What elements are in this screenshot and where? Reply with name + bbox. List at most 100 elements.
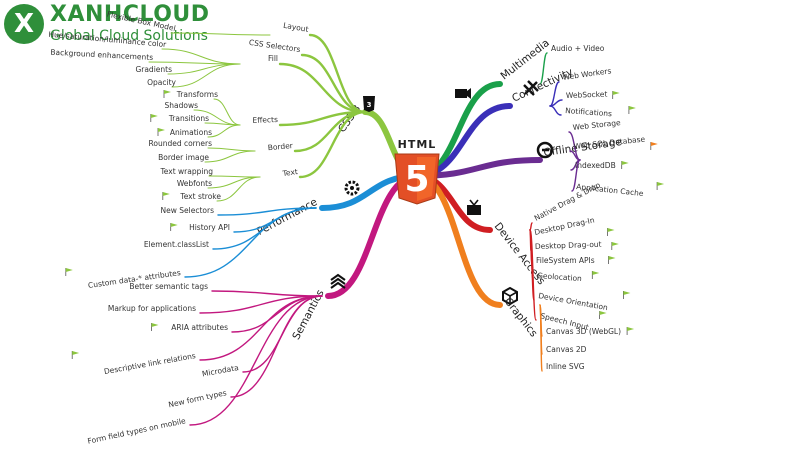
- branch-graphics-leaf-line: [539, 304, 543, 372]
- offline-leaf-2: IndexedDB: [575, 161, 616, 170]
- branch-connectivity-leaf-line: [549, 105, 562, 116]
- flag-device-2: [611, 242, 619, 250]
- graphics-leaf-1: Canvas 2D: [546, 345, 587, 354]
- branch-multimedia-label: Multimedia: [498, 37, 551, 82]
- css3-group-3: Effects: [252, 115, 278, 125]
- layers-icon: [330, 273, 346, 289]
- offline-leaf-0: Web Storage: [572, 118, 621, 132]
- logo-name: XANHCLOUD: [50, 2, 210, 27]
- logo-tagline: Global Cloud Solutions: [50, 28, 208, 44]
- performance-leaf-1: History API: [189, 223, 230, 232]
- semantics-leaf-4: Microdata: [201, 363, 239, 378]
- device-leaf-2: Desktop Drag-out: [535, 240, 602, 251]
- css3-leaf-5-0: Text wrapping: [160, 167, 214, 176]
- brand-logo: X XANHCLOUD Global Cloud Solutions: [0, 0, 220, 50]
- center-title: HTML: [398, 138, 437, 151]
- flag-graphics-0: [626, 327, 635, 335]
- css3-leaf-0-0: Flexible Box Model: [106, 10, 176, 33]
- logo-mark: X: [13, 9, 35, 39]
- branch-semantics-leaf-line: [199, 295, 323, 314]
- flag-performance-1: [170, 223, 178, 231]
- html5-center-node: 5: [394, 153, 440, 205]
- css3-leaf-3-3: Animations: [170, 128, 212, 137]
- branch-multimedia-leaf-line: [539, 52, 548, 85]
- branch-css3-leaf-line: [148, 61, 241, 65]
- branch-performance-leaf-line: [217, 207, 317, 216]
- branch-semantics-leaf-line: [211, 290, 323, 297]
- branch-device-leaf-line: [529, 222, 533, 231]
- branch-semantics-leaf-line: [199, 295, 323, 361]
- branch-css3-leaf-line: [161, 48, 241, 65]
- css3-leaf-5-2: Text stroke: [179, 192, 221, 201]
- css3-leaf-5-1: Webfonts: [177, 179, 212, 188]
- semantics-leaf-2: ARIA attributes: [171, 323, 228, 332]
- performance-leaf-0: New Selectors: [161, 206, 215, 215]
- semantics-leaf-3: Descriptive link relations: [103, 351, 196, 376]
- css3-group-0: Layout: [283, 21, 310, 34]
- performance-leaf-2: Element.classList: [144, 240, 209, 249]
- branch-device-leaf-line: [529, 229, 537, 321]
- svg-text:3: 3: [367, 101, 372, 109]
- css3-group-2: Fill: [268, 54, 278, 63]
- css3-leaf-3-2: Transitions: [168, 114, 209, 123]
- device-leaf-3: FileSystem APIs: [536, 256, 595, 265]
- flag-semantics-2: [151, 323, 159, 331]
- gear-icon: [344, 180, 360, 196]
- branch-css3-leaf-line: [308, 33, 367, 114]
- flag-performance-3: [65, 268, 73, 276]
- css3-icon: 3: [363, 96, 375, 112]
- branch-semantics-leaf-line: [189, 295, 323, 426]
- storage-icon: [536, 141, 554, 159]
- branch-performance-leaf-line: [184, 207, 317, 278]
- css3-leaf-3-1: Shadows: [164, 101, 198, 110]
- device-leaf-5: Device Orientation: [538, 291, 609, 312]
- branch-css3-leaf-line: [216, 176, 261, 202]
- css3-leaf-4-1: Border image: [158, 153, 209, 162]
- branch-performance-label: Performance: [255, 196, 319, 238]
- semantics-leaf-6: Form field types on mobile: [87, 416, 187, 446]
- device-icon: [467, 199, 481, 215]
- branch-offline-leaf-line: [571, 159, 581, 192]
- flag-offline-1: [650, 142, 658, 150]
- css3-leaf-4-0: Rounded corners: [148, 139, 212, 148]
- flag-css3-5-2: [162, 192, 170, 200]
- flag-offline-3: [656, 182, 665, 190]
- semantics-leaf-0: Better semantic tags: [129, 282, 208, 291]
- branch-semantics-leaf-line: [230, 295, 323, 398]
- branch-css3-leaf-line: [207, 124, 241, 138]
- branch-css3-leaf-line: [278, 110, 367, 127]
- css3-leaf-2-0: Hue/saturation/luminance color: [48, 30, 167, 49]
- graphics-leaf-0: Canvas 3D (WebGL): [546, 327, 621, 336]
- css3-leaf-2-3: Opacity: [147, 78, 176, 87]
- flag-device-6: [599, 311, 607, 319]
- css3-group-4: Border: [267, 141, 294, 152]
- css3-leaf-2-2: Gradients: [135, 65, 172, 74]
- css3-group-5: Text: [281, 167, 298, 178]
- flag-css3-3-3: [157, 128, 165, 136]
- flag-device-5: [623, 291, 631, 299]
- branch-css3-leaf-line: [204, 150, 256, 163]
- html5-glyph: 5: [404, 159, 429, 200]
- flag-device-1: [607, 228, 615, 236]
- flag-semantics-3: [71, 351, 80, 359]
- cube-icon: [502, 286, 518, 306]
- connectivity-leaf-2: Notifications: [565, 106, 613, 118]
- flag-css3-3-2: [150, 114, 158, 122]
- css3-leaf-3-0: Transforms: [176, 90, 218, 99]
- multimedia-leaf-0: Audio + Video: [551, 44, 605, 53]
- semantics-leaf-5: New form types: [168, 388, 228, 409]
- branch-css3-leaf-line: [170, 32, 271, 36]
- css3-leaf-2-1: Background enhancements: [50, 48, 153, 62]
- satellite-icon: [523, 80, 539, 96]
- branch-css3-leaf-line: [278, 62, 367, 114]
- branch-css3-leaf-line: [213, 98, 241, 126]
- branch-css3-leaf-line: [171, 63, 241, 88]
- flag-css3-3-0: [163, 90, 171, 98]
- device-leaf-4: Geolocation: [537, 271, 583, 283]
- branch-css3-leaf-line: [298, 110, 367, 179]
- branch-css3-leaf-line: [167, 63, 241, 75]
- semantics-leaf-1: Markup for applications: [108, 304, 196, 313]
- connectivity-leaf-1: WebSocket: [566, 90, 608, 100]
- branch-css3-leaf-line: [207, 147, 256, 152]
